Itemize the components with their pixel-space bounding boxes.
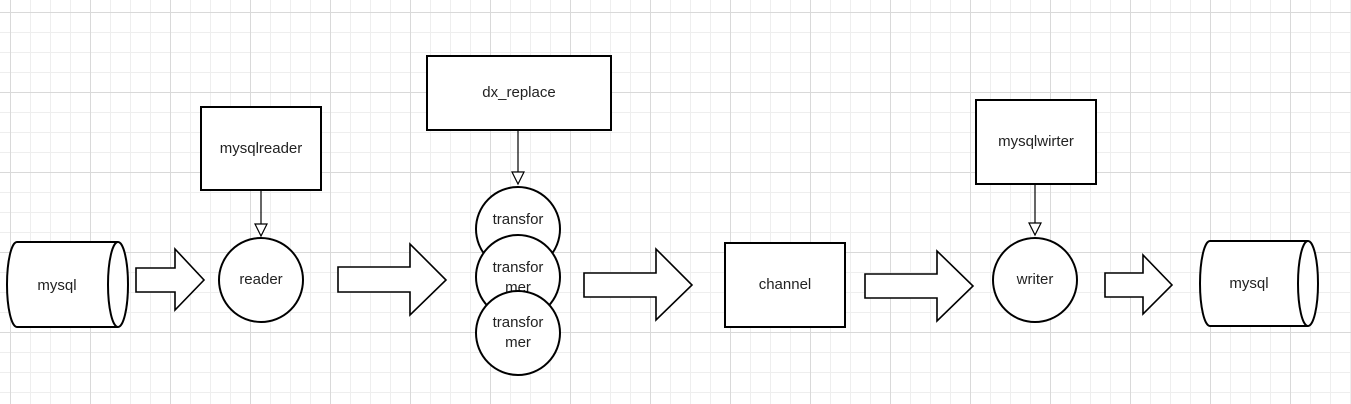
flow-arrow-channel-to-writer <box>864 249 975 323</box>
dx-replace-box[interactable]: dx_replace <box>426 55 612 131</box>
connector-arrowhead <box>254 223 268 238</box>
mysqlreader-box[interactable]: mysqlreader <box>200 106 322 191</box>
mysqlwirter-label: mysqlwirter <box>998 133 1074 150</box>
transformer-3-label-line1: transfor <box>493 314 544 331</box>
target-mysql-label: mysql <box>1229 275 1268 292</box>
transformer-3-label-line2: mer <box>505 334 531 351</box>
channel-box[interactable]: channel <box>724 242 846 328</box>
source-mysql-label: mysql <box>37 277 76 294</box>
connector-arrowhead <box>1028 222 1042 237</box>
dx-replace-label: dx_replace <box>482 84 555 101</box>
connector-arrowhead <box>511 171 525 186</box>
mysqlreader-label: mysqlreader <box>220 140 303 157</box>
channel-label: channel <box>759 276 812 293</box>
flow-arrow-source-to-reader <box>135 246 206 312</box>
transformer-1-label: transfor <box>493 211 544 228</box>
source-mysql-cylinder[interactable]: mysql <box>6 241 129 328</box>
writer-label: writer <box>1016 271 1054 288</box>
flow-arrow-writer-to-target <box>1104 253 1174 316</box>
mysqlwirter-box[interactable]: mysqlwirter <box>975 99 1097 185</box>
reader-label: reader <box>239 271 282 288</box>
transformer-2-label-line1: transfor <box>493 259 544 276</box>
target-mysql-cylinder[interactable]: mysql <box>1199 240 1319 327</box>
transformer-node-3[interactable]: transfor mer <box>475 290 561 376</box>
reader-node[interactable]: reader <box>218 237 304 323</box>
writer-node[interactable]: writer <box>992 237 1078 323</box>
flow-arrow-transformer-to-channel <box>583 247 694 322</box>
flow-arrow-reader-to-transformer <box>337 242 448 317</box>
